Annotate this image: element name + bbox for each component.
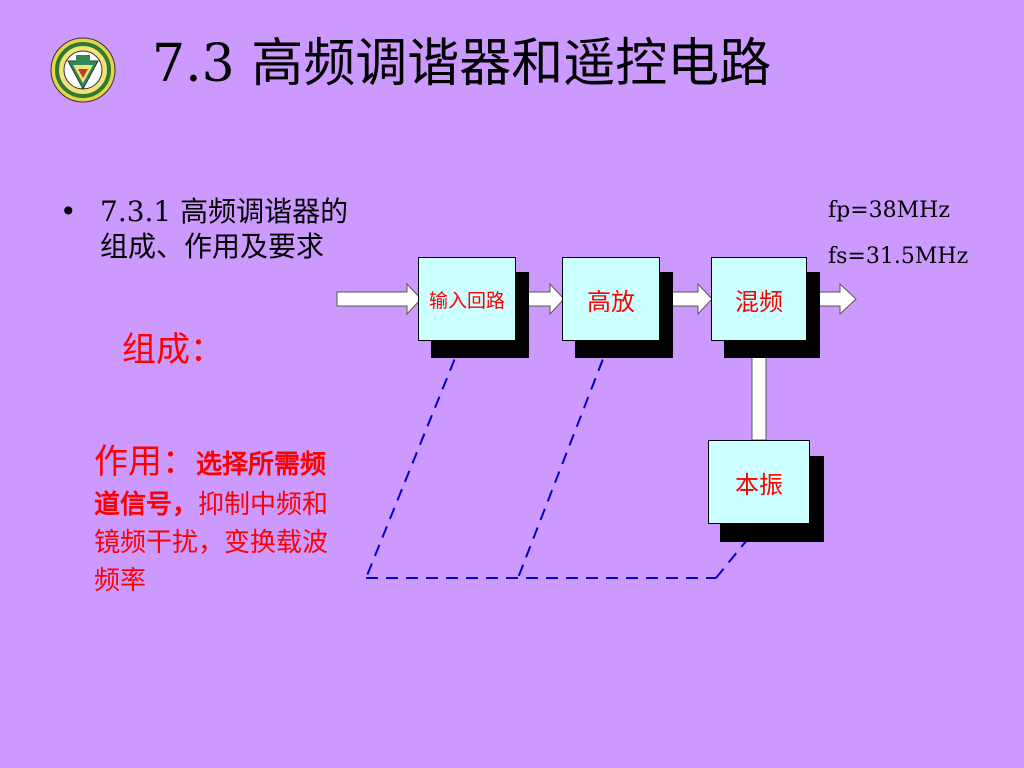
input-circuit-label: 输入回路 [428, 289, 505, 312]
university-emblem-icon [50, 37, 116, 103]
bullet-marker: • [60, 195, 77, 228]
input-circuit-block: 输入回路 [418, 257, 516, 341]
local-oscillator-label: 本振 [735, 470, 783, 499]
function-bold-text: 选择所需频道信号， [94, 450, 327, 521]
fs-frequency: fs=31.5MHz [828, 244, 969, 269]
composition-label: 组成： [122, 330, 224, 370]
function-rest-text: 抑制中频和镜频干扰，变换载波频率 [94, 490, 329, 596]
function-paragraph: 作用：选择所需频道信号，抑制中频和镜频干扰，变换载波频率 [94, 438, 349, 600]
input-arrow [336, 282, 422, 316]
bullet-text: 7.3.1 高频调谐器的组成、作用及要求 [100, 195, 349, 263]
function-label: 作用： [94, 442, 196, 482]
local-oscillator-block: 本振 [708, 440, 810, 524]
rf-amp-block: 高放 [562, 257, 660, 341]
dashed-connection [365, 340, 761, 579]
fp-frequency: fp=38MHz [828, 198, 950, 223]
mixer-label: 混频 [735, 287, 783, 316]
page-title: 7.3 高频调谐器和遥控电路 [152, 34, 772, 94]
mixer-block: 混频 [711, 257, 807, 341]
rf-amp-label: 高放 [587, 287, 635, 316]
